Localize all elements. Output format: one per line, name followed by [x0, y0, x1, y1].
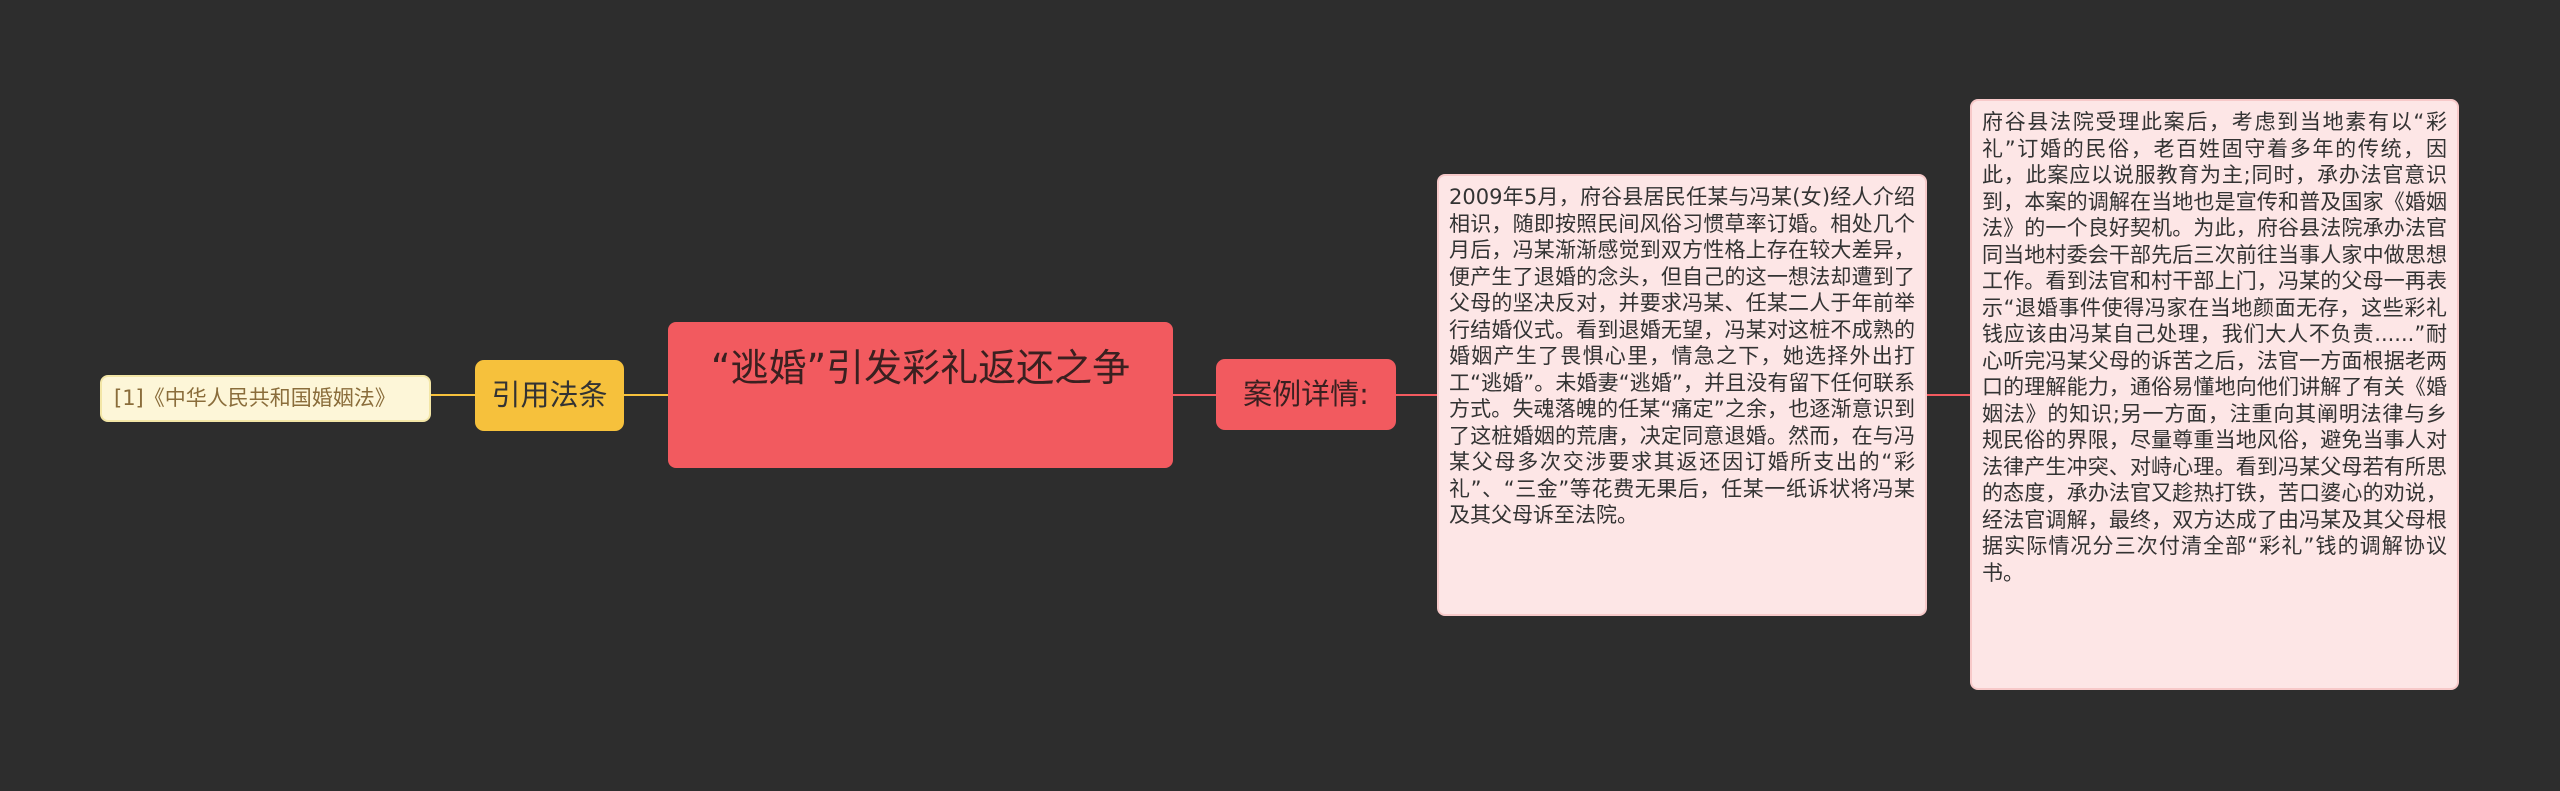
case-result-text-node[interactable]: 府谷县法院受理此案后，考虑到当地素有以“彩礼”订婚的民俗，老百姓固守着多年的传统…	[1970, 99, 2459, 690]
root-topic-node[interactable]: “逃婚”引发彩礼返还之争	[668, 322, 1173, 468]
citation-topic-node[interactable]: 引用法条	[475, 360, 624, 431]
reference-node-marriage-law[interactable]: [1]《中华人民共和国婚姻法》	[100, 375, 431, 422]
case-details-topic-node[interactable]: 案例详情:	[1216, 359, 1396, 430]
case-detail-text-node[interactable]: 2009年5月，府谷县居民任某与冯某(女)经人介绍相识，随即按照民间风俗习惯草率…	[1437, 174, 1927, 616]
